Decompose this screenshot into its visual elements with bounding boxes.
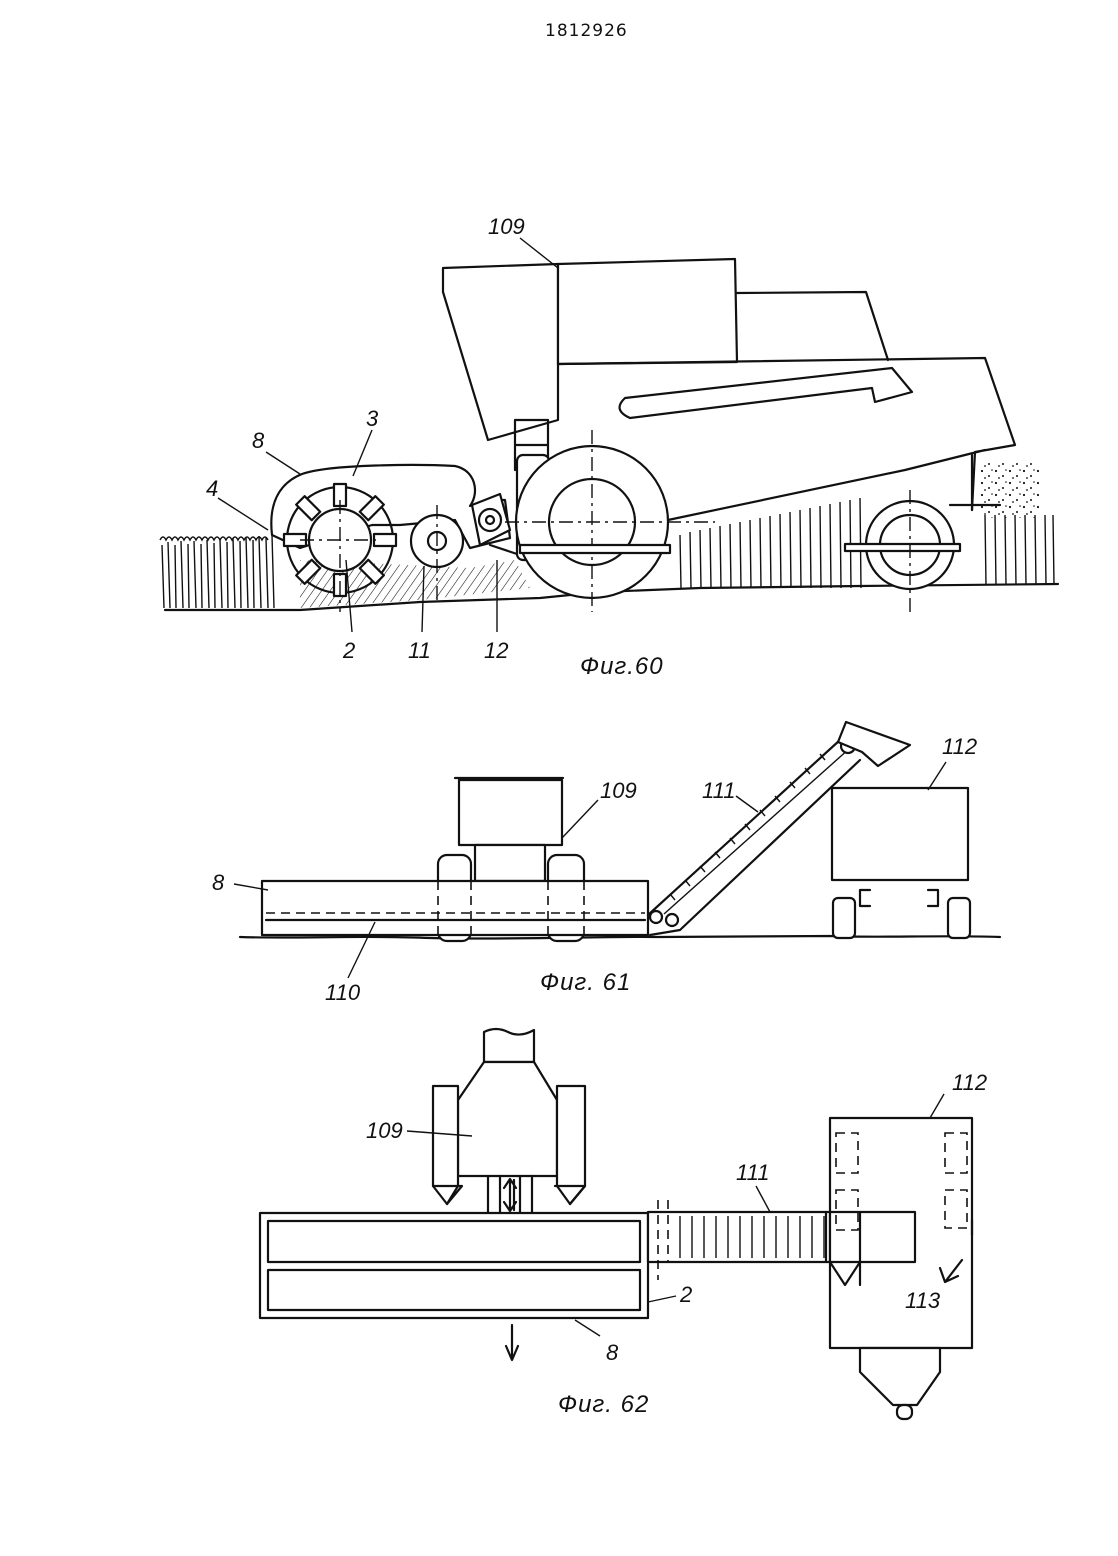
leader-111-61 <box>736 796 758 812</box>
leader-111-62 <box>756 1186 770 1212</box>
label-12: 12 <box>484 638 508 663</box>
label-8-62: 8 <box>606 1340 619 1365</box>
combine-body-front <box>475 845 545 881</box>
grain-tank-109-hopper <box>443 264 558 440</box>
leader-2-62 <box>648 1296 676 1302</box>
caption-fig-61: Фиг. 61 <box>540 969 631 996</box>
grain-tank-109 <box>459 780 562 845</box>
label-4: 4 <box>206 476 218 501</box>
label-2: 2 <box>342 638 355 663</box>
header-8 <box>262 881 648 935</box>
crop-stalks-left <box>160 535 274 608</box>
hitch-eye <box>897 1405 912 1419</box>
figure-62: 112 109 111 2 8 113 Фиг. 62 <box>260 1029 987 1419</box>
truck-hitch <box>860 1348 940 1405</box>
direction-arrow-icon <box>506 1325 518 1360</box>
straw-discharge-stipple <box>980 460 1040 518</box>
cab-neck <box>484 1029 534 1062</box>
label-3: 3 <box>366 406 379 431</box>
page-number: 1812926 <box>545 21 628 41</box>
rear-steer-wheel <box>845 490 960 612</box>
elevator-spout <box>838 722 910 766</box>
figure-61: 109 111 112 8 110 Фиг. 61 <box>212 722 1000 1005</box>
label-109-62: 109 <box>366 1118 403 1143</box>
label-109-61: 109 <box>600 778 637 803</box>
truck-frame <box>860 890 938 906</box>
truck-body-112 <box>832 788 968 880</box>
truck-wheel-right <box>948 898 970 938</box>
label-110-61: 110 <box>325 980 361 1005</box>
unloading-auger-slot <box>620 368 912 418</box>
label-109: 109 <box>488 214 525 239</box>
label-112-61: 112 <box>942 734 977 759</box>
label-111-61: 111 <box>702 778 735 803</box>
grain-tank-109-plan <box>458 1062 557 1176</box>
label-112-62: 112 <box>952 1070 987 1095</box>
double-arrow-icon <box>504 1179 516 1211</box>
figure-60: 109 3 8 4 2 11 12 Фиг.60 <box>160 214 1058 680</box>
label-113-62: 113 <box>905 1288 941 1313</box>
leader-109-61 <box>562 800 598 838</box>
leader-8 <box>266 452 300 474</box>
header-8-plan <box>260 1213 648 1318</box>
grain-tank-109-box <box>558 259 737 364</box>
label-8: 8 <box>252 428 265 453</box>
leader-112-62 <box>930 1094 944 1118</box>
caption-fig-60: Фиг.60 <box>580 653 664 680</box>
leader-112-61 <box>928 762 946 790</box>
elevator-over-truck <box>830 1212 915 1262</box>
caption-fig-62: Фиг. 62 <box>558 1391 649 1418</box>
label-11: 11 <box>408 638 431 663</box>
ground-line-61 <box>240 936 1000 939</box>
leader-8-62 <box>575 1320 600 1336</box>
cab <box>737 292 888 360</box>
leader-3 <box>353 430 372 476</box>
label-8-61: 8 <box>212 870 225 895</box>
truck-wheel-left <box>833 898 855 938</box>
label-111-62: 111 <box>736 1160 769 1185</box>
front-axle-bar <box>520 545 670 553</box>
leader-4 <box>218 498 268 530</box>
label-2-62: 2 <box>679 1282 692 1307</box>
leader-109 <box>520 238 558 268</box>
